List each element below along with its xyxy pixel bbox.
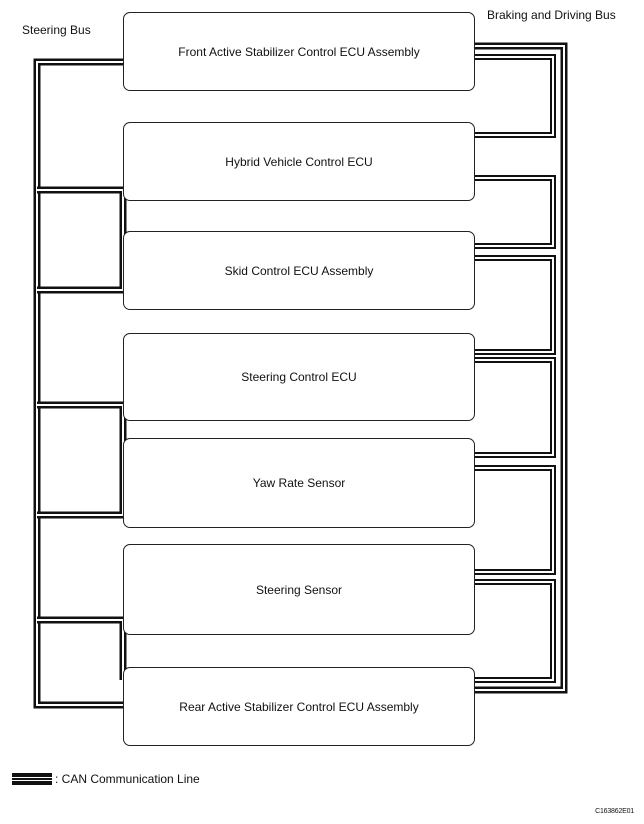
can-line-legend-icon [12, 773, 52, 785]
steering-bus-label: Steering Bus [22, 23, 91, 37]
braking-driving-bus-line [475, 42, 568, 694]
ecu-label: Front Active Stabilizer Control ECU Asse… [178, 44, 420, 59]
ecu-box-skid-control: Skid Control ECU Assembly [123, 231, 475, 310]
ecu-box-hybrid-vehicle-control: Hybrid Vehicle Control ECU [123, 122, 475, 201]
ecu-label: Hybrid Vehicle Control ECU [225, 154, 373, 169]
legend: : CAN Communication Line [12, 772, 200, 786]
ecu-box-steering-control: Steering Control ECU [123, 333, 475, 421]
ecu-label: Skid Control ECU Assembly [224, 263, 374, 278]
ecu-label: Rear Active Stabilizer Control ECU Assem… [179, 699, 419, 714]
figure-code: C163862E01 [595, 808, 634, 815]
ecu-label: Steering Control ECU [241, 370, 357, 384]
steering-bus-line [33, 58, 127, 709]
ecu-label: Yaw Rate Sensor [252, 476, 346, 490]
ecu-box-steering-sensor: Steering Sensor [123, 544, 475, 635]
legend-label: : CAN Communication Line [55, 772, 200, 786]
ecu-label: Steering Sensor [255, 582, 343, 597]
ecu-box-front-active-stabilizer: Front Active Stabilizer Control ECU Asse… [123, 12, 475, 91]
ecu-box-yaw-rate-sensor: Yaw Rate Sensor [123, 438, 475, 528]
braking-driving-bus-label: Braking and Driving Bus [487, 8, 616, 22]
ecu-box-rear-active-stabilizer: Rear Active Stabilizer Control ECU Assem… [123, 667, 475, 746]
